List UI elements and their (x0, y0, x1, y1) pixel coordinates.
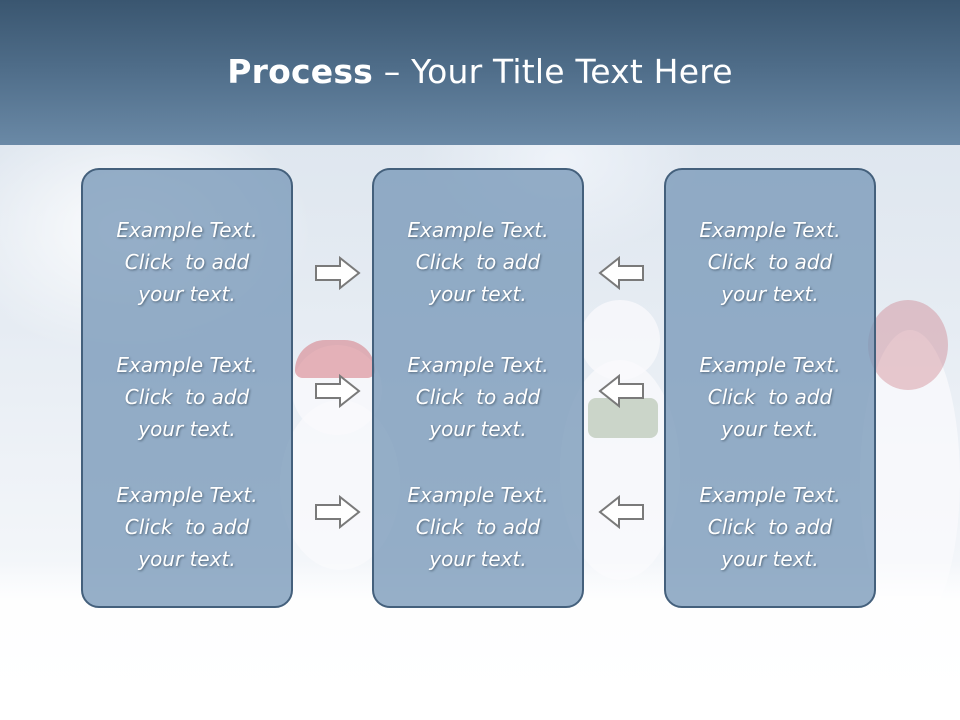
text-placeholder[interactable]: Example Text. Click to add your text. (374, 214, 582, 310)
text-line: your text. (138, 282, 236, 306)
text-line: Click to add (124, 515, 250, 539)
text-line: Example Text. (116, 218, 258, 242)
text-line: your text. (429, 547, 527, 571)
text-placeholder[interactable]: Example Text. Click to add your text. (83, 479, 291, 575)
text-line: Click to add (415, 515, 541, 539)
text-line: Click to add (707, 515, 833, 539)
text-line: your text. (138, 417, 236, 441)
text-line: your text. (429, 282, 527, 306)
arrow-left-icon[interactable] (597, 255, 645, 291)
text-line: your text. (721, 282, 819, 306)
text-line: your text. (721, 417, 819, 441)
snowman-scarf (588, 398, 658, 438)
arrow-right-icon[interactable] (314, 255, 362, 291)
text-line: Click to add (707, 385, 833, 409)
text-line: your text. (429, 417, 527, 441)
text-line: Example Text. (116, 483, 258, 507)
text-line: Example Text. (699, 218, 841, 242)
text-placeholder[interactable]: Example Text. Click to add your text. (374, 479, 582, 575)
process-box-center[interactable]: Example Text. Click to add your text. Ex… (372, 168, 584, 608)
text-line: Example Text. (699, 353, 841, 377)
snowman-hat (295, 340, 375, 378)
text-placeholder[interactable]: Example Text. Click to add your text. (83, 214, 291, 310)
text-line: Example Text. (699, 483, 841, 507)
text-line: Click to add (124, 250, 250, 274)
text-line: Click to add (707, 250, 833, 274)
text-line: Example Text. (116, 353, 258, 377)
title-rest: – Your Title Text Here (373, 52, 733, 91)
text-line: Example Text. (407, 353, 549, 377)
text-line: your text. (721, 547, 819, 571)
arrow-right-icon[interactable] (314, 373, 362, 409)
text-line: Click to add (415, 250, 541, 274)
arrow-right-icon[interactable] (314, 494, 362, 530)
text-placeholder[interactable]: Example Text. Click to add your text. (83, 349, 291, 445)
arrow-left-icon[interactable] (597, 373, 645, 409)
process-box-left[interactable]: Example Text. Click to add your text. Ex… (81, 168, 293, 608)
text-line: your text. (138, 547, 236, 571)
text-line: Example Text. (407, 218, 549, 242)
snowman-head (868, 300, 948, 390)
title-band (0, 0, 960, 145)
text-line: Click to add (415, 385, 541, 409)
text-line: Example Text. (407, 483, 549, 507)
text-placeholder[interactable]: Example Text. Click to add your text. (666, 214, 874, 310)
text-placeholder[interactable]: Example Text. Click to add your text. (666, 349, 874, 445)
snowman-head (580, 300, 660, 380)
process-box-right[interactable]: Example Text. Click to add your text. Ex… (664, 168, 876, 608)
arrow-left-icon[interactable] (597, 494, 645, 530)
slide-title[interactable]: Process – Your Title Text Here (0, 52, 960, 91)
text-placeholder[interactable]: Example Text. Click to add your text. (666, 479, 874, 575)
text-placeholder[interactable]: Example Text. Click to add your text. (374, 349, 582, 445)
title-bold: Process (227, 52, 374, 91)
text-line: Click to add (124, 385, 250, 409)
